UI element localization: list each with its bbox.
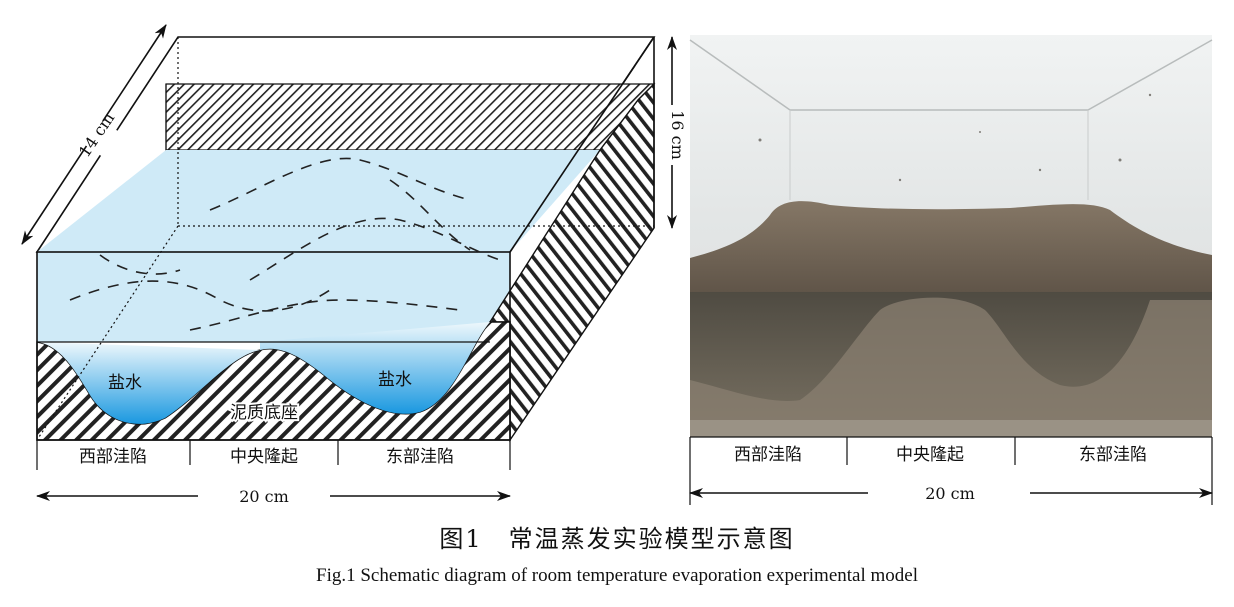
region-center-label: 中央隆起 (230, 447, 298, 467)
salt-water-left-label: 盐水 (108, 373, 142, 393)
experiment-photo: 西部洼陷 中央隆起 东部洼陷 20 cm (689, 35, 1213, 505)
photo-length-label: 20 cm (925, 484, 975, 503)
photo-region-west-label: 西部洼陷 (734, 445, 802, 465)
region-east-label: 东部洼陷 (386, 447, 454, 467)
figure-caption-english: Fig.1 Schematic diagram of room temperat… (316, 565, 918, 586)
salt-water-right-label: 盐水 (378, 370, 412, 390)
photo-sediment-crust (690, 201, 1212, 300)
basin-west (37, 342, 260, 424)
region-west-label: 西部洼陷 (79, 447, 147, 467)
photo-region-center-label: 中央隆起 (896, 445, 964, 465)
water-front (37, 252, 510, 342)
photo-region-east-label: 东部洼陷 (1079, 445, 1147, 465)
schematic-diagram: 盐水 盐水 泥质底座 14 cm 16 cm 西部洼陷 中央隆起 东部洼陷 20… (21, 24, 687, 506)
water-wave-marks (69, 157, 501, 331)
photo-central-uplift (690, 297, 1212, 437)
mud-base-label: 泥质底座 (230, 403, 298, 423)
back-wall-hatch (165, 83, 656, 151)
figure-caption-chinese: 图1 常温蒸发实验模型示意图 (439, 525, 795, 553)
height-dimension-label: 16 cm (668, 110, 687, 160)
basin-east (260, 322, 490, 414)
tank-front-frame (36, 251, 511, 441)
length-dimension-label: 20 cm (239, 487, 289, 506)
